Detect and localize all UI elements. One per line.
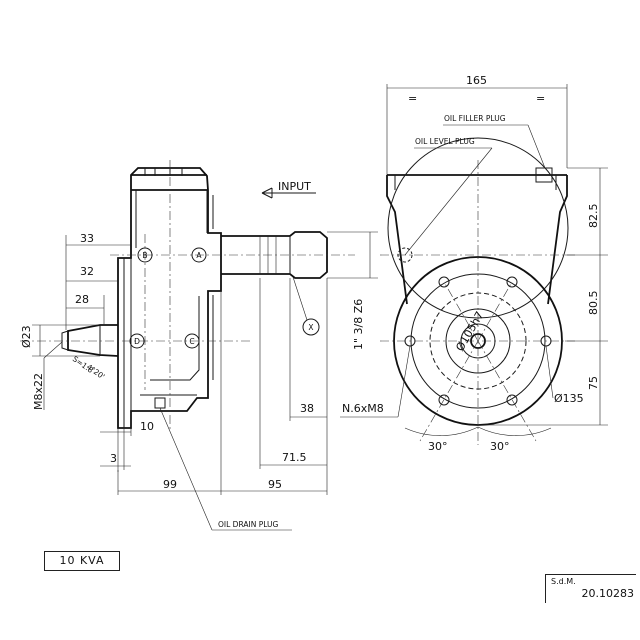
- front-view-dimensions: 165 = = OIL FILLER PLUG OIL LEVEL PLUG 8…: [340, 74, 608, 453]
- point-a: A: [196, 251, 202, 260]
- dim-165: 165: [466, 74, 487, 87]
- point-d: D: [134, 337, 140, 346]
- oil-drain-plug-callout: OIL DRAIN PLUG: [159, 407, 292, 531]
- dim-10: 10: [140, 420, 154, 433]
- dim-thread: M8x22: [32, 373, 45, 410]
- dim-taper-angle: 4°20': [85, 362, 107, 381]
- dim-28: 28: [75, 293, 89, 306]
- dim-shaft-dia: Ø23: [20, 325, 33, 348]
- dim-33: 33: [80, 232, 94, 245]
- dim-38: 38: [300, 402, 314, 415]
- angle-30-right: 30°: [490, 440, 510, 453]
- sdm-label: S.d.M.: [551, 577, 576, 586]
- dim-80-5: 80.5: [587, 291, 600, 316]
- dim-holes: N.6xM8: [342, 402, 384, 415]
- oil-drain-plug-label: OIL DRAIN PLUG: [218, 520, 279, 529]
- oil-filler-plug-label: OIL FILLER PLUG: [444, 114, 506, 123]
- dim-75: 75: [587, 376, 600, 390]
- dim-bolt-circle: Ø135: [554, 392, 584, 405]
- dim-71-5: 71.5: [282, 451, 307, 464]
- dim-shaft-spec: 1" 3/8 Z6: [352, 299, 365, 350]
- dim-82-5: 82.5: [587, 204, 600, 229]
- drawing-code: 20.10283: [581, 587, 635, 600]
- input-label: INPUT: [278, 180, 311, 193]
- input-arrow: INPUT: [261, 180, 316, 199]
- dim-32: 32: [80, 265, 94, 278]
- point-x: X: [308, 323, 313, 332]
- reference-points: B A D C X: [129, 247, 320, 349]
- front-view: [380, 137, 575, 445]
- point-b: B: [142, 251, 147, 260]
- equal-mark-left: =: [408, 92, 417, 105]
- dim-95: 95: [268, 478, 282, 491]
- equal-mark-right: =: [536, 92, 545, 105]
- rating-box: 10 KVA: [44, 551, 120, 571]
- point-c: C: [189, 337, 194, 346]
- side-view: [20, 160, 355, 430]
- angle-30-left: 30°: [428, 440, 448, 453]
- dim-99: 99: [163, 478, 177, 491]
- dim-3: 3: [110, 452, 117, 465]
- title-block: S.d.M. 20.10283: [545, 574, 636, 603]
- oil-level-plug-label: OIL LEVEL PLUG: [415, 137, 475, 146]
